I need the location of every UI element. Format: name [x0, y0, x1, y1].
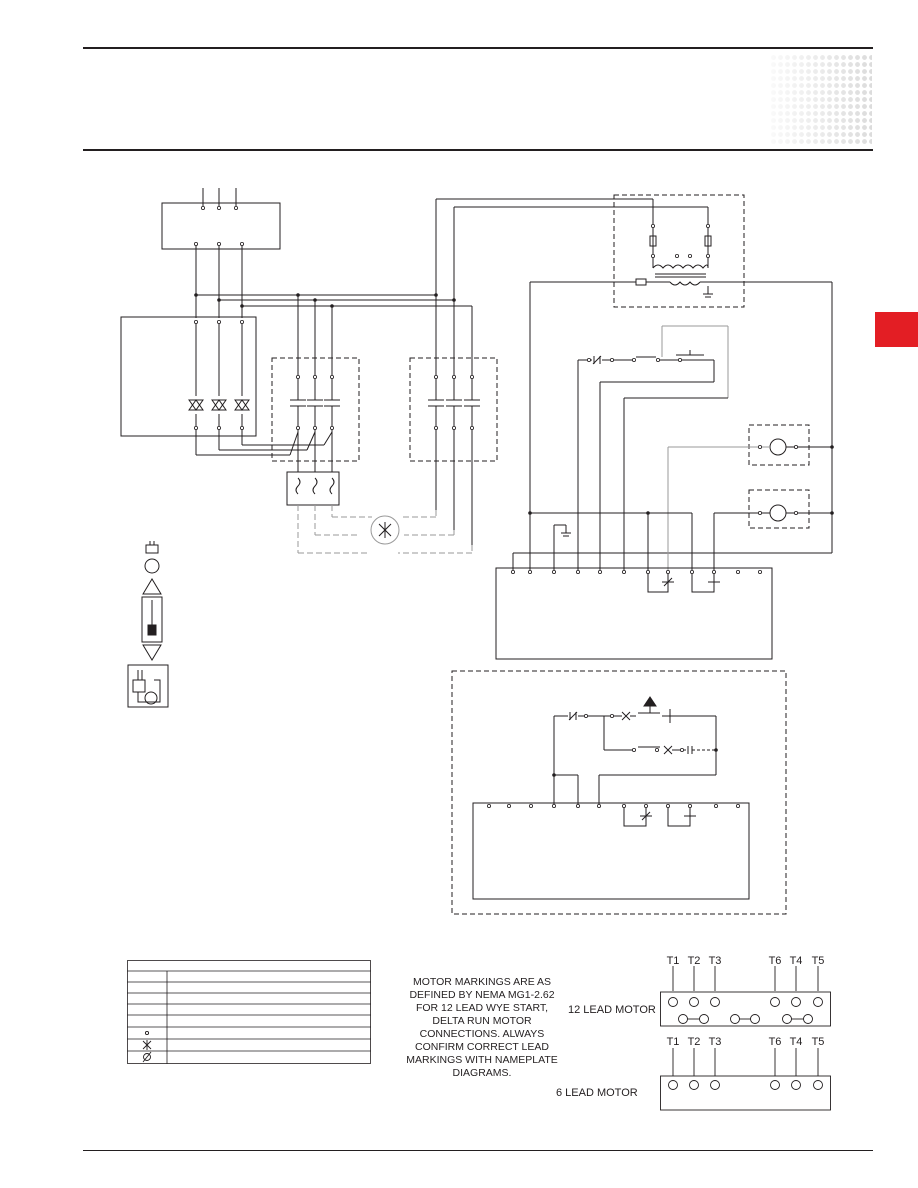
- terminal-label-t2: T2: [687, 955, 701, 967]
- overload-box: [286, 471, 340, 506]
- terminal-label-t3: T3: [708, 1036, 722, 1048]
- terminal-label-t5: T5: [811, 955, 825, 967]
- junction-dots: [194, 293, 834, 777]
- six-lead-motor-label: 6 LEAD MOTOR: [556, 1087, 638, 1099]
- terminal-label-t4: T4: [789, 955, 803, 967]
- terminal-label-t6: T6: [768, 1036, 782, 1048]
- terminal-label-t3: T3: [708, 955, 722, 967]
- note-line: DEFINED BY NEMA MG1-2.62: [409, 989, 555, 1001]
- note-line: MOTOR MARKINGS ARE AS: [412, 976, 552, 988]
- scr-pair-1: [188, 399, 204, 411]
- header-dot-pattern: [770, 54, 872, 146]
- section-tab[interactable]: [875, 312, 918, 347]
- terminal-legend-icon: [144, 1030, 150, 1036]
- scr-pair-3: [234, 399, 250, 411]
- scr-pair-2: [211, 399, 227, 411]
- disconnect-box: [161, 202, 281, 250]
- remote-station-box: [451, 670, 787, 915]
- remote-terminal-block: [472, 802, 750, 900]
- nema-note: MOTOR MARKINGS ARE AS DEFINED BY NEMA MG…: [400, 976, 564, 1080]
- terminal-label-t6: T6: [768, 955, 782, 967]
- note-line: DIAGRAMS.: [452, 1067, 512, 1079]
- motor-leads: [297, 505, 473, 554]
- twelve-lead-motor-label: 12 LEAD MOTOR: [568, 1004, 656, 1016]
- terminal-label-t2: T2: [687, 1036, 701, 1048]
- note-line: CONNECTIONS. ALWAYS: [419, 1028, 545, 1040]
- legend-table: [127, 960, 371, 1064]
- soft-starter-box: [120, 316, 257, 437]
- control-terminal-block: [495, 567, 773, 660]
- motor-symbol: [370, 515, 400, 545]
- six-lead-terminal-box: [660, 1048, 831, 1111]
- header-top-rule: [83, 47, 873, 49]
- terminal-label-t1: T1: [666, 1036, 680, 1048]
- asterisk-legend-icon: [142, 1040, 152, 1050]
- transformer-box: [613, 194, 745, 308]
- terminal-dots: [193, 205, 799, 809]
- lamp-box-2: [748, 489, 810, 529]
- footer-rule: [83, 1150, 873, 1151]
- phase-legend-icon: [142, 1051, 152, 1063]
- terminal-label-t5: T5: [811, 1036, 825, 1048]
- twelve-lead-terminal-box: [660, 966, 831, 1027]
- terminal-label-t1: T1: [666, 955, 680, 967]
- lamp-box-1: [748, 424, 810, 466]
- note-line: DELTA RUN MOTOR: [432, 1015, 532, 1027]
- note-line: FOR 12 LEAD WYE START,: [415, 1002, 549, 1014]
- note-line: CONFIRM CORRECT LEAD: [415, 1041, 549, 1053]
- terminal-label-t4: T4: [789, 1036, 803, 1048]
- note-line: MARKINGS WITH NAMEPLATE: [406, 1054, 558, 1066]
- header-bottom-rule: [83, 149, 873, 151]
